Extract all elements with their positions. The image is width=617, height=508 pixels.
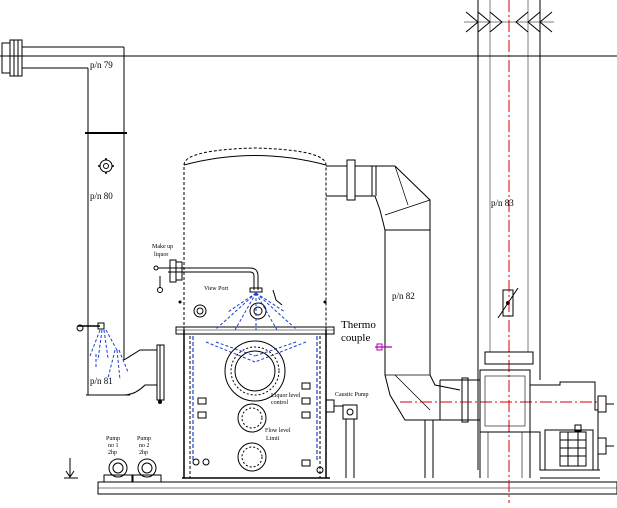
lower-manholes (237, 403, 267, 472)
label-thermo: Thermo (341, 319, 376, 331)
label-pump1-hp: 2hp (108, 450, 117, 456)
label-liquor-level: Liquor level (271, 393, 301, 399)
label-pn79: p/n 79 (90, 60, 113, 70)
vessel-outlet-duct (326, 159, 480, 478)
caustic-pump (334, 404, 358, 478)
label-pn81: p/n 81 (90, 376, 113, 386)
label-pn80: p/n 80 (90, 191, 113, 201)
label-makeup: Make up (152, 244, 173, 250)
centerline (400, 0, 600, 503)
label-flow-level: Flow level (265, 428, 291, 434)
label-caustic-pump: Caustic Pump (335, 392, 369, 398)
vessel-nozzles (192, 382, 335, 474)
label-pump2: Pump (137, 436, 151, 442)
makeup-pipe (153, 259, 327, 304)
manway (224, 340, 286, 402)
label-pump1-no: no 1 (108, 443, 119, 449)
tall-stack (464, 0, 554, 470)
thermocouple (375, 343, 392, 351)
label-view-port: View Port (204, 286, 228, 292)
label-pump1: Pump (106, 436, 120, 442)
fan-housing (479, 351, 614, 479)
stack-spray (89, 329, 129, 381)
label-pump2-hp: 2hp (139, 450, 148, 456)
label-pump2-no: no 2 (139, 443, 150, 449)
label-flow-limit: Limit (266, 436, 280, 442)
floor-base (97, 481, 617, 495)
exhaust-stack (1, 39, 165, 404)
label-liquor-control: control (271, 400, 288, 406)
label-pn83: p/n 83 (491, 198, 514, 208)
recirc-pumps (103, 458, 162, 483)
level-arrow (64, 458, 78, 479)
label-couple: couple (341, 332, 370, 344)
label-liquor: liquor (154, 252, 168, 258)
label-pn82: p/n 82 (392, 291, 415, 301)
